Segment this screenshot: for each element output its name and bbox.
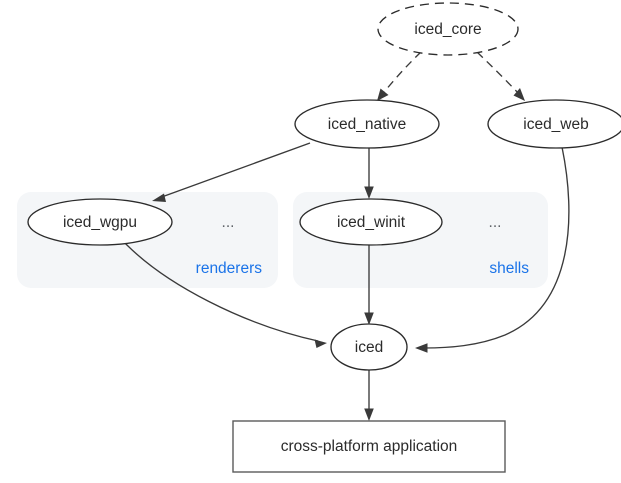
node-iced-web[interactable]: iced_web xyxy=(487,99,621,149)
arrow-head xyxy=(364,186,374,199)
edge-iced-wgpu-to-iced xyxy=(122,240,327,348)
node-iced-core-label: iced_core xyxy=(414,21,481,38)
node-iced-winit-label: iced_winit xyxy=(337,214,406,231)
node-iced-winit-shape[interactable] xyxy=(299,198,443,246)
edge-iced-web-to-iced xyxy=(415,146,570,353)
edge-line xyxy=(158,142,311,199)
node-iced-web-label: iced_web xyxy=(523,116,589,133)
node-iced-label: iced xyxy=(355,339,383,356)
arrow-head xyxy=(513,88,525,101)
edge-iced-winit-to-iced xyxy=(364,245,374,325)
node-application-shape[interactable] xyxy=(232,420,506,473)
edge-iced-core-to-iced-native xyxy=(377,51,422,101)
edge-iced-to-application xyxy=(364,370,374,421)
edge-line xyxy=(476,51,522,97)
edge-line xyxy=(122,240,319,342)
node-iced-native-shape[interactable] xyxy=(294,99,440,149)
cluster-renderers-label: renderers xyxy=(196,260,263,277)
edge-iced-native-to-iced-winit xyxy=(364,148,374,199)
node-application[interactable]: cross-platform application xyxy=(232,420,506,473)
node-iced-core[interactable]: iced_core xyxy=(377,2,519,56)
node-iced[interactable]: iced xyxy=(330,323,408,371)
node-iced-core-shape[interactable] xyxy=(377,2,519,56)
node-iced-wgpu-label: iced_wgpu xyxy=(63,214,137,231)
node-iced-wgpu[interactable]: iced_wgpu xyxy=(27,198,173,246)
node-iced-wgpu-shape[interactable] xyxy=(27,198,173,246)
arrow-head xyxy=(314,339,327,348)
node-application-label: cross-platform application xyxy=(281,438,458,455)
cluster-shells-label: shells xyxy=(489,260,529,277)
cluster-renderers-ellipsis: ... xyxy=(222,214,235,231)
arrow-head xyxy=(415,343,428,353)
node-iced-shape[interactable] xyxy=(330,323,408,371)
arrow-head xyxy=(377,88,389,101)
node-iced-native[interactable]: iced_native xyxy=(294,99,440,149)
edge-line xyxy=(380,51,422,97)
arrow-head xyxy=(364,408,374,421)
cluster-shells-ellipsis: ... xyxy=(489,214,502,231)
arrow-head xyxy=(364,312,374,325)
node-iced-web-shape[interactable] xyxy=(487,99,621,149)
edge-line xyxy=(423,146,570,349)
edge-iced-native-to-iced-wgpu xyxy=(152,142,311,202)
edge-iced-core-to-iced-web xyxy=(476,51,525,101)
arrow-head xyxy=(152,193,166,202)
node-iced-winit[interactable]: iced_winit xyxy=(299,198,443,246)
node-iced-native-label: iced_native xyxy=(328,116,406,133)
